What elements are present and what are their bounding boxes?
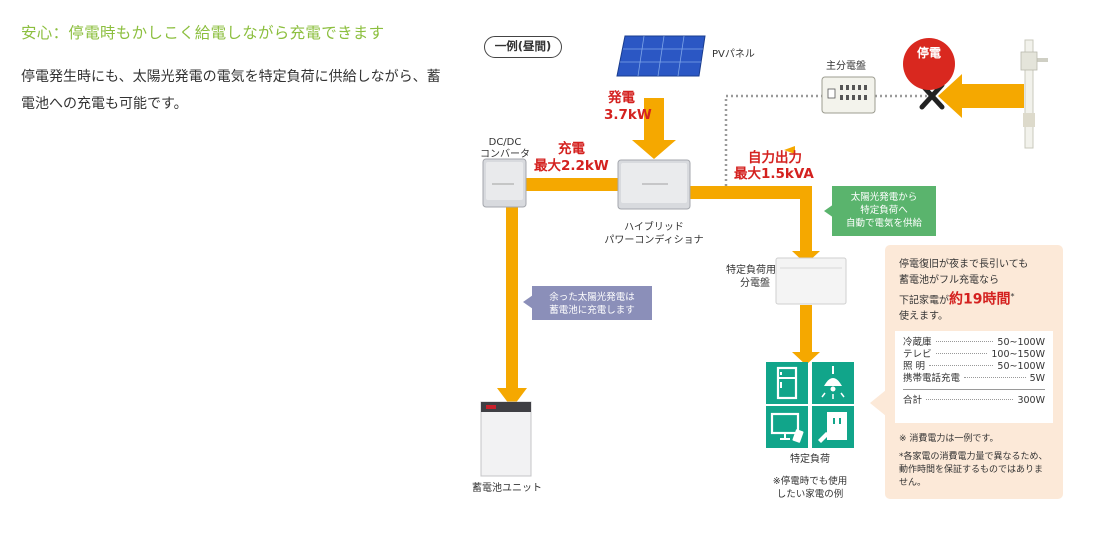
grid-arrow-body xyxy=(960,84,1024,108)
table-row: 冷蔵庫 50~100W xyxy=(903,337,1045,349)
main-panel-label: 主分電盤 xyxy=(826,61,866,72)
pcs-label-line2: パワーコンディショナ xyxy=(604,235,704,246)
specific-panel-icon xyxy=(775,257,847,305)
page-heading: 安心：停電時もかしこく給電しながら充電できます xyxy=(21,24,385,42)
generation-value: 3.7kW xyxy=(604,107,652,123)
info-intro-prefix: 下記家電が xyxy=(899,295,949,307)
info-intro-line3: 下記家電が約19時間* xyxy=(899,289,1059,309)
callout-green-line1: 太陽光発電から xyxy=(850,192,918,203)
appliance-name: 携帯電話充電 xyxy=(903,373,961,384)
callout-purple-line2: 蓄電池に充電します xyxy=(549,305,635,316)
loads-label: 特定負荷 xyxy=(790,454,830,465)
leader-dots xyxy=(935,341,994,342)
grid-line-left xyxy=(724,94,822,186)
callout-solar-to-load: 太陽光発電から 特定負荷へ 自動で電気を供給 xyxy=(832,186,936,236)
green-callout-pointer xyxy=(784,146,795,154)
table-row: 照 明 50~100W xyxy=(903,361,1045,373)
info-box-pointer xyxy=(870,390,886,416)
power-conditioner-icon xyxy=(617,159,691,210)
info-intro-line2: 蓄電池がフル充電なら xyxy=(899,275,999,286)
refrigerator-icon xyxy=(766,362,808,404)
self-output-value: 最大1.5kVA xyxy=(734,166,814,182)
table-row: テレビ 100~150W xyxy=(903,349,1045,361)
battery-unit-icon xyxy=(480,401,532,477)
flow-self-output xyxy=(690,186,812,199)
total-power: 300W xyxy=(1017,395,1045,406)
callout-surplus-charge: 余った太陽光発電は 蓄電池に充電します xyxy=(532,286,652,320)
info-intro-line4: 使えます。 xyxy=(899,311,948,323)
specific-panel-label-line2: 分電盤 xyxy=(740,278,770,289)
utility-pole-icon xyxy=(1020,39,1048,149)
appliance-power-table: 冷蔵庫 50~100W テレビ 100~150W 照 明 50~100W 携帯電話充電… xyxy=(895,331,1053,423)
table-total-row: 合計 300W xyxy=(903,395,1045,407)
appliance-name: テレビ xyxy=(903,349,932,360)
backup-duration-panel: 停電復旧が夜まで長引いても 蓄電池がフル充電なら 下記家電が約19時間* 使えま… xyxy=(885,245,1063,499)
appliance-name: 冷蔵庫 xyxy=(903,337,932,348)
loads-note-line1: ※停電時でも使用 xyxy=(772,476,848,487)
info-note-disclaimer: *各家電の消費電力量で異なるため、動作時間を保証するものではありません。 xyxy=(899,452,1048,488)
dcdc-converter-icon xyxy=(482,158,527,208)
leader-dots xyxy=(935,353,988,354)
battery-label: 蓄電池ユニット xyxy=(472,483,542,494)
table-divider xyxy=(903,389,1045,390)
appliance-name: 照 明 xyxy=(903,361,926,372)
leader-dots xyxy=(929,365,994,366)
flow-charge xyxy=(525,178,618,191)
charge-label: 充電 xyxy=(558,141,585,157)
charge-value: 最大2.2kW xyxy=(534,158,609,174)
grid-arrowhead xyxy=(938,74,962,118)
purple-callout-notch xyxy=(523,295,533,309)
outage-badge: 停電 xyxy=(903,38,955,90)
appliance-power: 5W xyxy=(1029,373,1045,384)
table-row: 携帯電話充電 5W xyxy=(903,373,1045,385)
tv-icon xyxy=(766,406,808,448)
solar-panel-icon xyxy=(616,35,706,77)
pv-panel-label: PVパネル xyxy=(712,49,755,60)
power-flow-diagram: 一例(昼間) PVパネル 主分電盤 停電 発電 3.7kW DC/DC コンバー… xyxy=(470,28,1109,535)
loads-arrowhead xyxy=(792,352,820,365)
flow-lines xyxy=(497,74,1024,408)
info-note-example: ※ 消費電力は一例です。 xyxy=(899,434,999,444)
hours-footnote-mark: * xyxy=(1010,292,1015,301)
info-intro-line1: 停電復旧が夜まで長引いても xyxy=(899,259,1029,270)
backup-hours: 約19時間 xyxy=(949,291,1011,308)
page-description: 停電発生時にも、太陽光発電の電気を特定負荷に供給しながら、蓄電池への充電も可能で… xyxy=(21,69,441,112)
self-output-label: 自力出力 xyxy=(748,150,802,166)
specific-panel-label-line1: 特定負荷用 xyxy=(726,265,776,276)
info-intro: 停電復旧が夜まで長引いても 蓄電池がフル充電なら 下記家電が約19時間* 使えま… xyxy=(899,257,1059,325)
callout-purple-line1: 余った太陽光発電は xyxy=(549,292,635,303)
dcdc-label-line2: コンバータ xyxy=(480,149,530,160)
generation-arrowhead xyxy=(632,140,676,159)
appliance-power: 50~100W xyxy=(997,337,1045,348)
leader-dots xyxy=(926,399,1014,400)
appliance-power: 100~150W xyxy=(991,349,1045,360)
flow-to-panel xyxy=(800,186,812,254)
callout-green-line3: 自動で電気を供給 xyxy=(845,218,922,229)
lamp-icon xyxy=(812,362,854,404)
flow-generation xyxy=(644,98,664,143)
outlet-icon xyxy=(812,406,854,448)
callout-green-line2: 特定負荷へ xyxy=(860,205,908,216)
pcs-label-line1: ハイブリッド xyxy=(624,222,684,233)
appliance-power: 50~100W xyxy=(997,361,1045,372)
leader-dots xyxy=(964,377,1026,378)
flow-to-loads xyxy=(800,305,812,355)
battery-arrowhead xyxy=(497,388,527,408)
flow-to-battery xyxy=(506,204,518,391)
example-tag: 一例(昼間) xyxy=(484,36,562,58)
generation-label: 発電 xyxy=(608,90,635,106)
green-callout-notch xyxy=(824,204,834,218)
diagram-graphics xyxy=(480,35,1048,477)
total-name: 合計 xyxy=(903,395,923,406)
dcdc-label-line1: DC/DC xyxy=(488,137,522,148)
distribution-board-icon xyxy=(821,76,876,114)
loads-note-line2: したい家電の例 xyxy=(776,489,844,500)
